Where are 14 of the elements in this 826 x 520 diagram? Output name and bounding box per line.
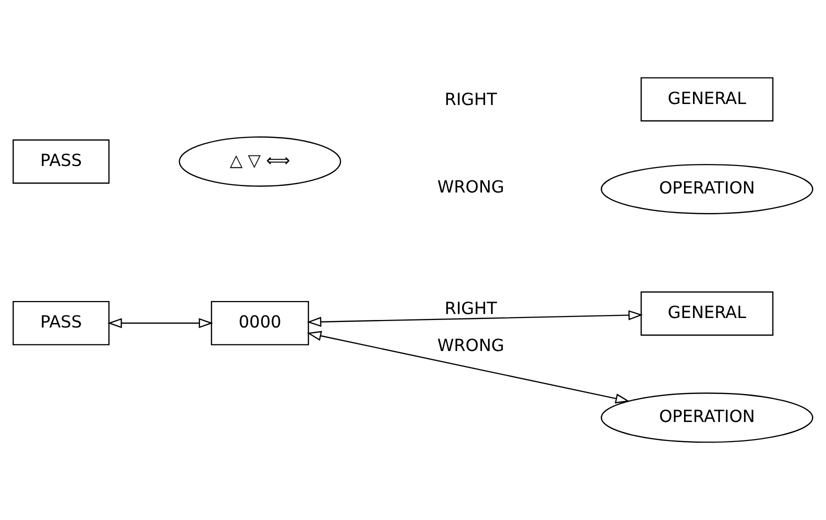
node-box: GENERAL (640, 291, 774, 336)
node-box: GENERAL (640, 77, 774, 122)
edge-label: WRONG (437, 334, 504, 355)
node-ellipse: △ ▽ ⟺ (178, 136, 342, 187)
arrow (306, 330, 630, 404)
arrow (306, 310, 643, 327)
label: WRONG (437, 176, 504, 196)
label: RIGHT (444, 88, 497, 109)
node-box: 0000 (210, 300, 310, 346)
arrow (108, 318, 214, 328)
node-ellipse: OPERATION (600, 164, 814, 214)
edge-label: RIGHT (444, 298, 497, 318)
node-box: PASS (12, 300, 110, 346)
node-box: PASS (12, 139, 110, 184)
